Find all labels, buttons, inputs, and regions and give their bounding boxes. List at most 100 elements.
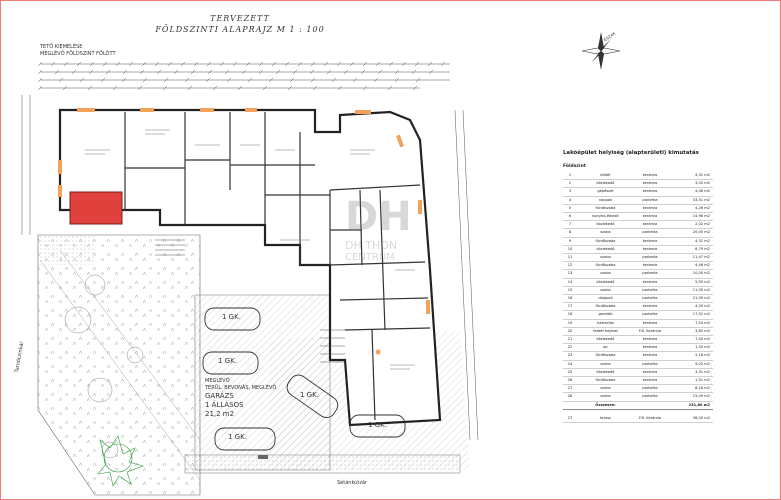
- dimension-tick: [245, 61, 251, 67]
- garage-note-line-2: TERÜL. BEVONÁS, MEGLÉVŐ: [205, 385, 277, 391]
- room-area: 3,51 m2: [666, 368, 713, 378]
- dimension-tick: [401, 61, 407, 67]
- dimension-tick: [226, 77, 232, 83]
- dimension-tick: [122, 69, 128, 75]
- room-area: 2,18 m2: [666, 351, 713, 361]
- room-number: 20: [563, 327, 577, 337]
- dimension-tick: [205, 77, 211, 83]
- room-floor: kerámia: [634, 212, 666, 222]
- room-name: előtér: [577, 172, 634, 181]
- room-floor: kerámia: [634, 245, 666, 255]
- room-number: 10: [563, 245, 577, 255]
- room-floor: parketta: [634, 384, 666, 394]
- room-area: 4,31 m2: [666, 172, 713, 181]
- room-name: dolgozó: [577, 294, 634, 304]
- room-number: 3: [563, 187, 577, 197]
- room-name: közlekedő: [577, 368, 634, 378]
- dimension-tick: [388, 61, 394, 67]
- garage-note-line-4: 1 ÁLLÁSOS: [205, 401, 244, 409]
- room-area: 10,00 m2: [666, 269, 713, 279]
- room-floor: kerámia: [634, 351, 666, 361]
- dimension-tick: [394, 77, 400, 83]
- room-floor: parketta: [634, 253, 666, 263]
- room-number: 26: [563, 376, 577, 386]
- room-number: 23: [563, 351, 577, 361]
- dimension-tick: [128, 61, 134, 67]
- dimension-tick: [87, 85, 93, 91]
- room-schedule: Lakóépület helyiség (alapterületi) kimut…: [563, 150, 713, 424]
- room-floor: kerámia: [634, 368, 666, 378]
- room-floor: kerámia: [634, 278, 666, 287]
- room-floor: parketta: [634, 269, 666, 279]
- dimension-tick: [62, 85, 68, 91]
- room-floor: parketta: [634, 392, 666, 402]
- room-area: 33,51 m2: [666, 196, 713, 205]
- room-area: 11,47 m2: [666, 253, 713, 263]
- green-shrub: [97, 435, 144, 487]
- dimension-tick: [206, 61, 212, 67]
- room-floor: parketta: [634, 294, 666, 304]
- room-area: 4,26 m2: [666, 204, 713, 214]
- dimension-tick: [343, 69, 349, 75]
- room-floor: parketta: [634, 360, 666, 369]
- watermark-logo: DH DH THON CENTRUM: [345, 195, 435, 315]
- room-area: 8,79 m2: [666, 245, 713, 255]
- dimension-tick: [312, 85, 318, 91]
- dimension-tick: [331, 77, 337, 83]
- garage-note-line-3: GARÁZS: [205, 392, 234, 400]
- dimension-tick: [336, 61, 342, 67]
- dimension-tick: [139, 69, 145, 75]
- room-number: 2: [563, 179, 577, 189]
- room-area: 1,33 m2: [666, 343, 713, 353]
- room-name: gépészet: [577, 187, 634, 197]
- room-name: szoba: [577, 228, 634, 238]
- dimension-tick: [63, 61, 69, 67]
- dimension-tick: [414, 61, 420, 67]
- side-dimension-lines: [21, 95, 479, 441]
- room-area: 15,49 m2: [666, 392, 713, 402]
- room-name: fürdőszoba: [577, 204, 634, 214]
- room-name: közlekedő: [577, 245, 634, 255]
- room-number: 4: [563, 196, 577, 205]
- room-number: 24: [563, 360, 577, 369]
- dimension-tick: [58, 77, 64, 83]
- room-floor: F.B. Kerámia: [634, 327, 666, 337]
- room-name: fürdőszoba: [577, 376, 634, 386]
- room-area: 9,02 m2: [666, 360, 713, 369]
- dimension-tick: [102, 61, 108, 67]
- dimension-tick: [141, 61, 147, 67]
- room-number: 17: [563, 302, 577, 312]
- dimension-tick: [323, 61, 329, 67]
- street-bottom-label: Sétánkútzár: [337, 480, 368, 486]
- dimension-tick: [112, 85, 118, 91]
- watermark-line-2: DH THON: [345, 239, 398, 252]
- room-number: 21: [563, 335, 577, 345]
- room-floor: kerámia: [634, 261, 666, 271]
- dimension-tick: [212, 85, 218, 91]
- room-number: 13: [563, 269, 577, 279]
- dimension-tick: [180, 61, 186, 67]
- dimension-tick: [224, 69, 230, 75]
- dimension-tick: [275, 69, 281, 75]
- dimension-tick: [268, 77, 274, 83]
- room-number: 1: [563, 172, 577, 181]
- room-name: szoba: [577, 384, 634, 394]
- dimension-tick: [100, 77, 106, 83]
- dimension-tick: [115, 61, 121, 67]
- terrace-row: 27 terasz F.B. Kerámia 38,00 m2: [563, 414, 713, 424]
- room-name: közlekedő: [577, 220, 634, 230]
- room-number: 27: [563, 384, 577, 394]
